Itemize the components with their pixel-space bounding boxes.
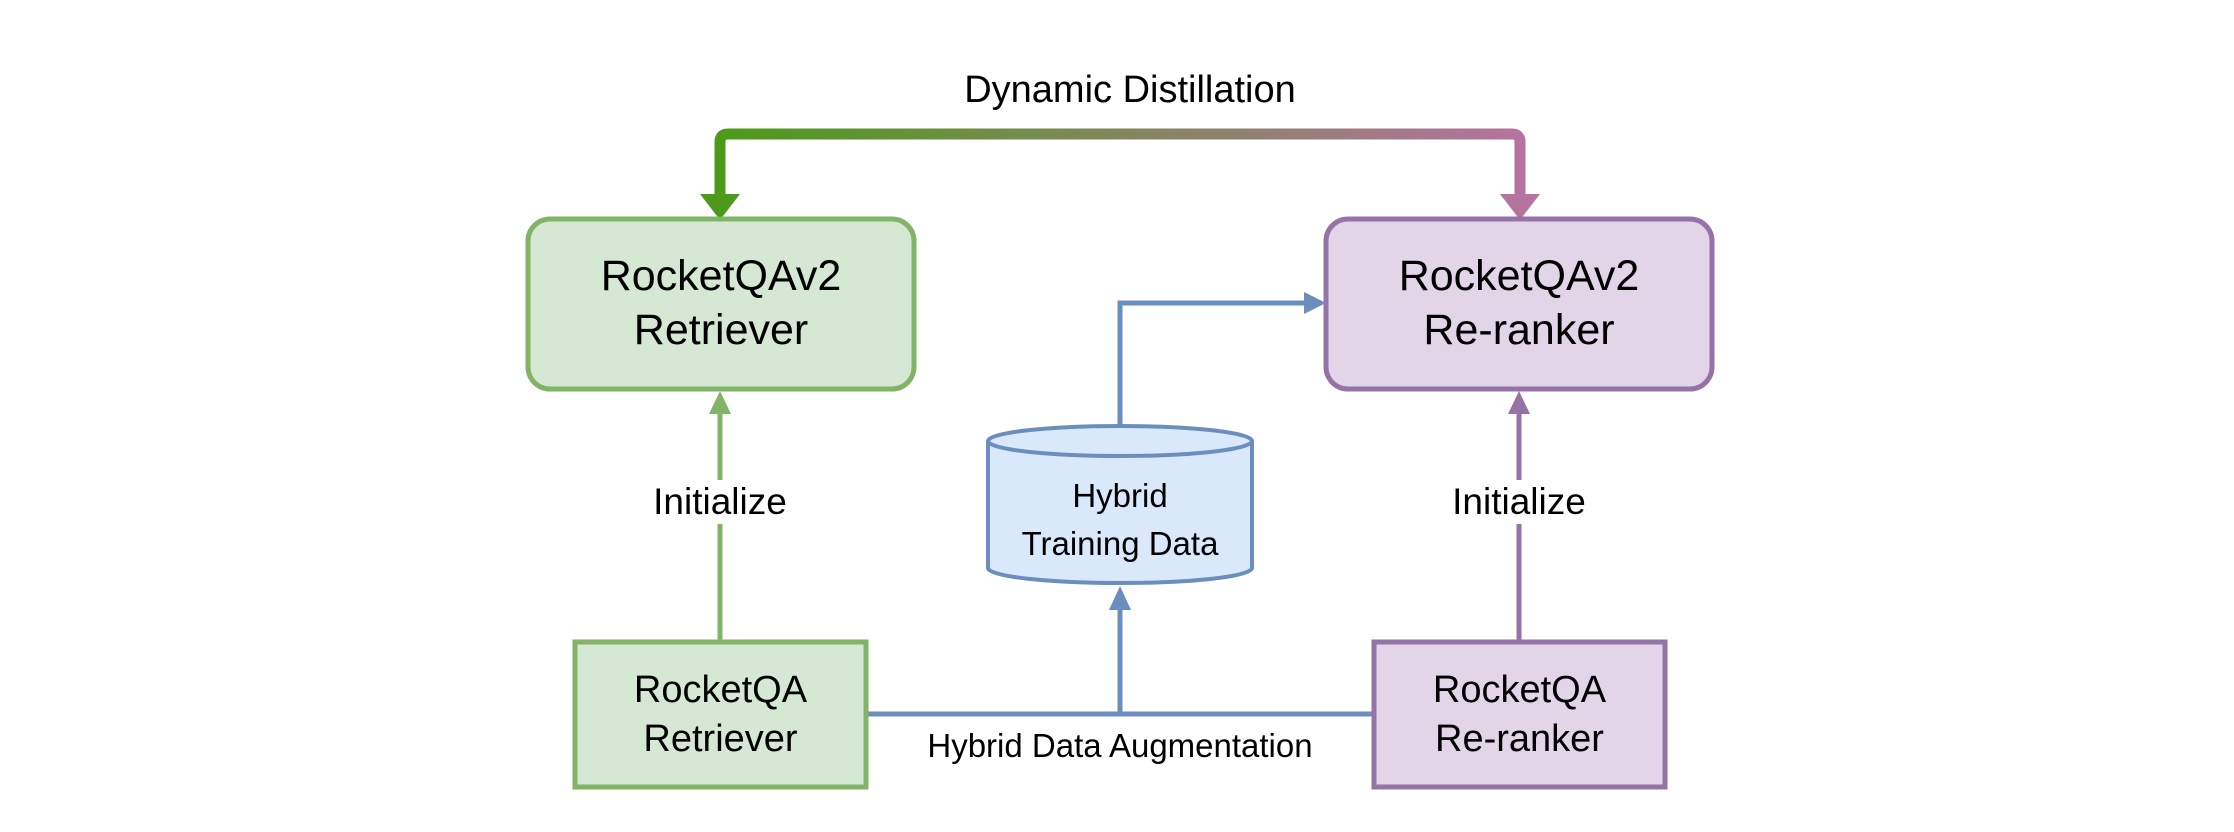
reranker-v2-line2: Re-ranker (1423, 306, 1615, 354)
reranker-box (1371, 639, 1668, 790)
retriever-v2-label: RocketQAv2 Retriever (528, 219, 914, 389)
hybrid-data-line2: Training Data (1021, 525, 1219, 562)
retriever-line1: RocketQA (633, 668, 808, 711)
reranker-v2-line1: RocketQAv2 (1398, 252, 1640, 301)
dynamic-distillation-label: Dynamic Distillation (964, 69, 1296, 111)
init-right-label: Initialize (1409, 480, 1629, 525)
retriever-line2: Retriever (643, 717, 798, 760)
reranker-v2-label: RocketQAv2 Re-ranker (1326, 219, 1712, 389)
reranker-v2-box (1323, 216, 1715, 392)
data-to-reranker-arrow (1117, 300, 1310, 425)
retriever-v2-line1: RocketQAv2 (600, 252, 842, 301)
reranker-label: RocketQA Re-ranker (1374, 642, 1665, 787)
hybrid-data-line1: Hybrid (1072, 477, 1168, 515)
retriever-v2-line2: Retriever (633, 306, 809, 354)
reranker-line2: Re-ranker (1435, 717, 1604, 760)
init-right-arrowhead (1508, 391, 1530, 414)
distillation-arrowhead-left (700, 194, 740, 220)
reranker-line1: RocketQA (1432, 668, 1607, 711)
retriever-box (572, 639, 869, 790)
hybrid-data-cylinder-top (986, 424, 1254, 458)
retriever-label: RocketQA Retriever (575, 642, 866, 787)
augmentation-label: Hybrid Data Augmentation (927, 727, 1313, 764)
hybrid-data-label: Hybrid Training Data (988, 468, 1252, 572)
hybrid-data-cylinder-body (986, 441, 1254, 585)
init-left-arrowhead (709, 391, 731, 414)
init-left-label: Initialize (610, 480, 830, 525)
distillation-arrowhead-right (1500, 194, 1540, 220)
data-to-reranker-arrowhead (1304, 292, 1326, 314)
retriever-v2-box (525, 216, 917, 392)
distillation-arrow (714, 128, 1526, 198)
augmentation-up-arrowhead (1109, 586, 1131, 610)
